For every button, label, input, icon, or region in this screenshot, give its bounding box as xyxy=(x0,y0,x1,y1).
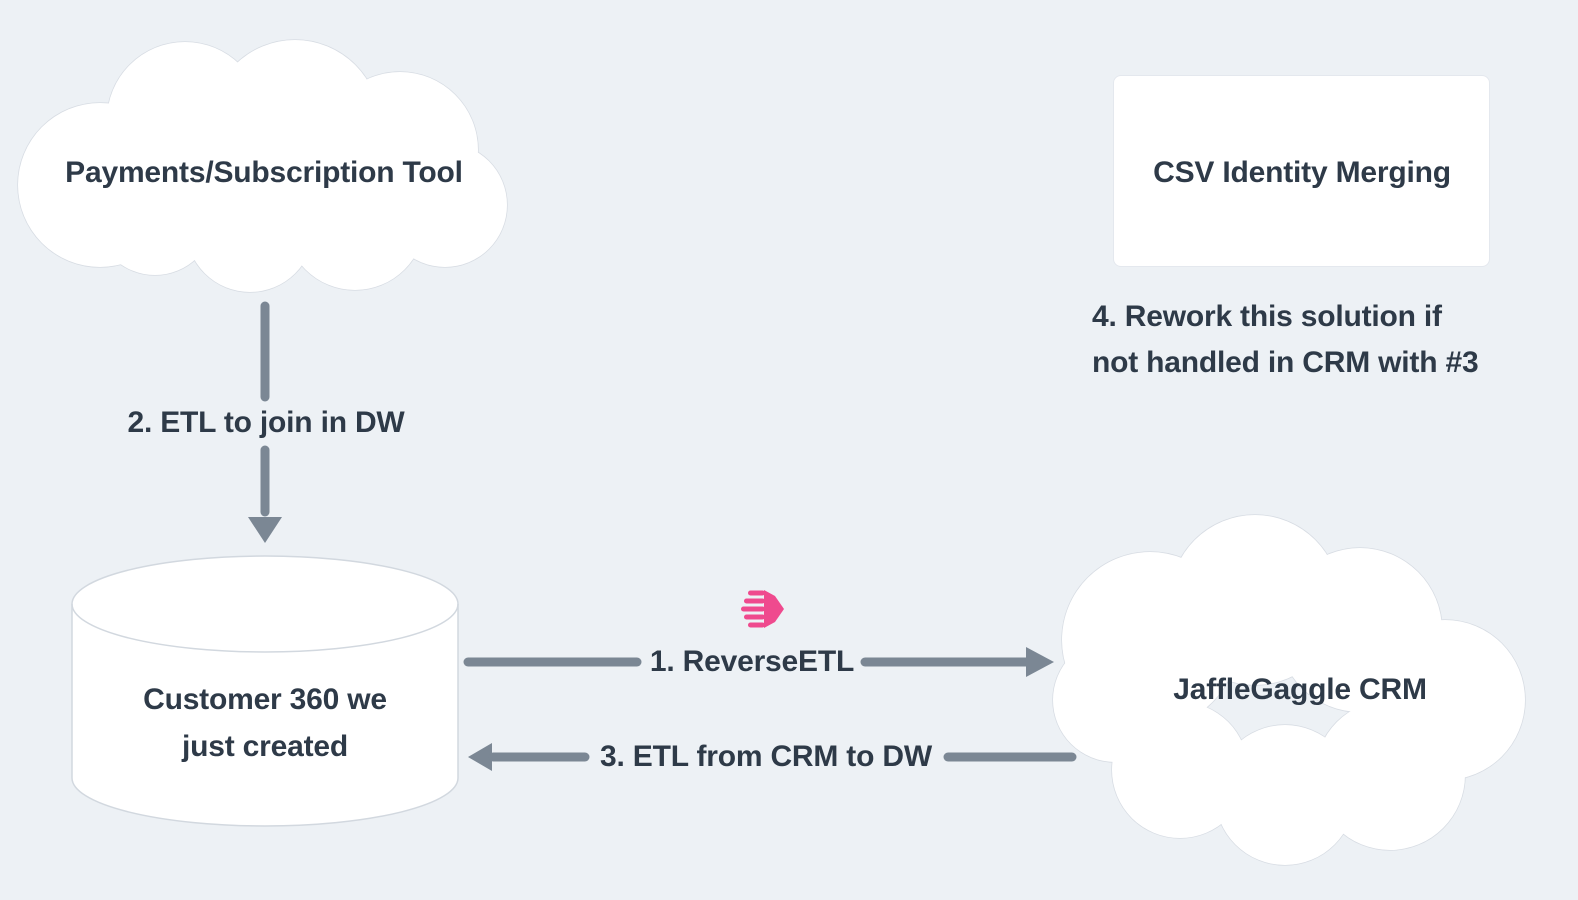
etl-to-dw-label: 2. ETL to join in DW xyxy=(127,406,405,439)
customer360-label-line-2: just created xyxy=(182,730,348,763)
rework-note-line-1: 4. Rework this solution if xyxy=(1092,300,1442,333)
jafflegaggle-cloud-label: JaffleGaggle CRM xyxy=(1173,673,1427,706)
etl-from-crm-label: 3. ETL from CRM to DW xyxy=(600,740,932,773)
etl-to-dw-arrow xyxy=(248,301,282,543)
rework-note-line-2: not handled in CRM with #3 xyxy=(1092,346,1479,379)
customer360-cylinder-shape xyxy=(71,555,459,827)
customer360-label-line-1: Customer 360 we xyxy=(143,683,387,716)
reverse-etl-label: 1. ReverseETL xyxy=(649,645,855,678)
csv-box-label: CSV Identity Merging xyxy=(1153,156,1451,189)
payments-cloud-label: Payments/Subscription Tool xyxy=(65,156,463,189)
reverse-etl-arrow xyxy=(463,647,1054,677)
census-logo-icon xyxy=(741,590,784,628)
csv-identity-merging-box xyxy=(1113,75,1490,267)
etl-from-crm-arrow xyxy=(468,743,1077,771)
rework-note: 4. Rework this solution if not handled i… xyxy=(1092,294,1479,386)
customer360-label: Customer 360 we just created xyxy=(143,676,387,770)
